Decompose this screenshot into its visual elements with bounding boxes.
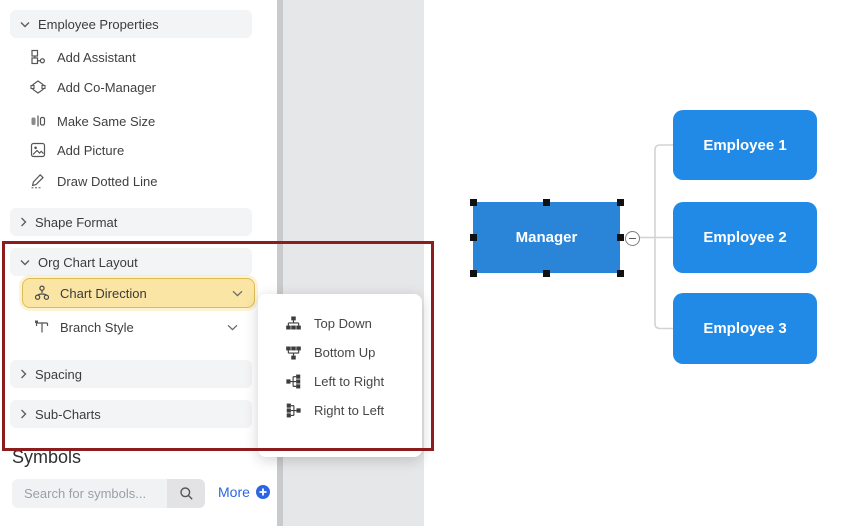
chevron-down-icon [227,324,238,330]
chevron-down-icon [20,259,30,265]
menu-item-label: Draw Dotted Line [57,173,158,189]
selection-handle-s[interactable] [543,269,550,277]
menu-item-label: Add Picture [57,142,125,158]
selection-handle-e[interactable] [616,234,624,241]
node-manager[interactable]: Manager [473,202,620,273]
section-label: Org Chart Layout [38,254,138,270]
menu-item-label: Make Same Size [57,113,156,129]
selection-handle-se[interactable] [616,269,624,277]
add-picture-icon [30,142,46,158]
section-org-chart-layout[interactable]: Org Chart Layout [10,248,252,276]
menu-item-add-assistant[interactable]: Add Assistant [30,43,136,71]
node-label: Employee 3 [703,320,787,337]
dropdown-item-label: Bottom Up [314,345,376,360]
section-label: Spacing [35,366,82,382]
dropdown-item-bottom-up[interactable]: Bottom Up [258,338,422,367]
selection-handle-n[interactable] [543,198,550,206]
branch-style-button[interactable]: Branch Style [34,314,238,340]
branch-style-label: Branch Style [60,319,134,335]
add-assistant-icon [31,49,45,65]
branch-style-icon [35,320,49,333]
node-label: Manager [515,229,578,246]
selection-handle-w[interactable] [469,234,477,241]
chevron-right-icon [21,409,27,419]
chevron-down-icon [232,290,243,296]
section-spacing[interactable]: Spacing [10,360,252,388]
more-label: More [218,484,250,500]
section-label: Shape Format [35,214,118,230]
symbols-more-link[interactable]: More [218,484,270,500]
menu-item-label: Add Assistant [57,49,136,65]
menu-item-label: Add Co-Manager [57,79,156,95]
menu-item-make-same-size[interactable]: Make Same Size [30,107,155,135]
left-to-right-icon [286,374,301,389]
section-employee-properties[interactable]: Employee Properties [10,10,252,38]
node-employee-2[interactable]: Employee 2 [673,202,817,273]
section-label: Sub-Charts [35,406,101,422]
section-sub-charts[interactable]: Sub-Charts [10,400,252,428]
dropdown-item-top-down[interactable]: Top Down [258,309,422,338]
chevron-right-icon [21,217,27,227]
dropdown-item-right-to-left[interactable]: Right to Left [258,396,422,425]
chevron-right-icon [21,369,27,379]
draw-dotted-line-icon [31,173,44,189]
symbols-search-input[interactable] [12,479,167,508]
menu-item-add-co-manager[interactable]: Add Co-Manager [30,73,156,101]
menu-item-draw-dotted-line[interactable]: Draw Dotted Line [30,167,157,195]
search-icon [179,487,193,500]
section-shape-format[interactable]: Shape Format [10,208,252,236]
make-same-size-icon [31,115,46,127]
sidebar-scrollbar[interactable] [277,0,283,526]
selection-handle-ne[interactable] [616,198,624,206]
search-button[interactable] [167,479,205,508]
node-label: Employee 2 [703,229,787,246]
selection-handle-nw[interactable] [469,198,477,206]
bottom-up-icon [286,346,301,360]
dropdown-item-label: Top Down [314,316,372,331]
dropdown-item-left-to-right[interactable]: Left to Right [258,367,422,396]
chart-direction-label: Chart Direction [60,285,147,301]
chart-direction-button[interactable]: Chart Direction [22,278,255,308]
selection-handle-sw[interactable] [469,269,477,277]
plus-circle-icon [255,485,270,499]
node-employee-3[interactable]: Employee 3 [673,293,817,364]
collapse-branch-icon[interactable] [625,231,640,246]
dropdown-item-label: Left to Right [314,374,385,389]
top-down-icon [286,316,301,330]
chart-direction-icon [34,285,50,300]
chart-direction-dropdown: Top Down Bottom Up Left to Right [258,294,422,457]
section-label: Employee Properties [38,16,159,32]
add-co-manager-icon [30,80,46,94]
chevron-down-icon [20,21,30,27]
menu-item-add-picture[interactable]: Add Picture [30,136,124,164]
node-employee-1[interactable]: Employee 1 [673,110,817,180]
dropdown-item-label: Right to Left [314,403,385,418]
symbols-title: Symbols [12,447,82,467]
node-label: Employee 1 [703,136,787,154]
right-to-left-icon [286,403,301,418]
symbols-search [12,479,205,508]
